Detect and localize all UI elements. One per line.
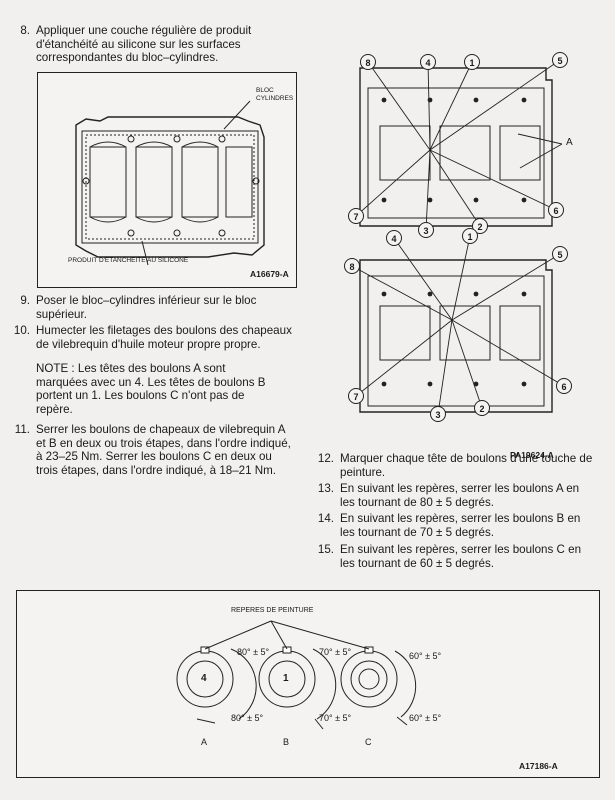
- figure-id: A16679-A: [250, 269, 289, 279]
- figure-id: PA19624-A: [510, 450, 554, 460]
- step-number: 14.: [317, 512, 334, 525]
- figure-paint-marks: REPERES DE PEINTURE 80° ± 5° 70° ± 5° 60° ±…: [16, 590, 600, 778]
- callout-number: 3: [430, 406, 446, 422]
- note-line: portent un 1. Les boulons C n'ont pas de: [36, 389, 245, 403]
- step-line: et B en deux ou trois étapes, dans l'ord…: [36, 436, 291, 450]
- rotation-angle-label: 70° ± 5°: [319, 713, 352, 723]
- bolt-head-mark: 1: [283, 673, 289, 684]
- step-line: Appliquer une couche régulière de produi…: [36, 24, 252, 37]
- step-line: trois étapes, dans l'ordre indiqué, à 18…: [36, 463, 277, 477]
- rotation-angle-label: 80° ± 5°: [237, 647, 270, 657]
- step-number: 10.: [13, 324, 30, 337]
- callout-number: 4: [386, 230, 402, 246]
- step-line: Poser le bloc–cylindres inférieur sur le…: [36, 294, 257, 307]
- step-line: Serrer les boulons de chapeaux de vilebr…: [36, 423, 286, 436]
- label-bloc-cylindres: BLOC CYLINDRES: [256, 87, 293, 102]
- step-line: d'étanchéité au silicone sur les surface…: [36, 37, 241, 51]
- label-line: CYLINDRES: [256, 94, 294, 102]
- note-line: marquées avec un 4. Les têtes de boulons…: [36, 375, 266, 389]
- label-silicone: PRODUIT D'ETANCHEITE AU SILICONE: [68, 257, 189, 264]
- cylinder-block-drawing: [75, 100, 265, 266]
- step-line: Marquer chaque tête de boulons d'une tou…: [340, 452, 593, 465]
- step-number: 11.: [14, 423, 30, 436]
- rotation-angle-label: 60° ± 5°: [409, 713, 442, 723]
- callout-number: 6: [556, 378, 572, 394]
- step-number: 15.: [317, 543, 334, 556]
- step-line: En suivant les repères, serrer les boulo…: [340, 512, 581, 525]
- step-line: à 23–25 Nm. Serrer les boulons C en deux…: [36, 450, 272, 464]
- tightening-sequence-drawing: [351, 59, 565, 415]
- step-line: les tournant de 70 ± 5 degrés.: [340, 525, 494, 539]
- note-line: NOTE : Les têtes des boulons A sont: [36, 362, 226, 375]
- callout-number: 3: [418, 222, 434, 238]
- callout-number: 2: [474, 400, 490, 416]
- note-line: repère.: [36, 402, 73, 416]
- callout-number: 5: [552, 246, 568, 262]
- figure-id: A17186-A: [519, 761, 558, 771]
- paint-marks-drawing: [176, 620, 417, 730]
- step-line: les tournant de 60 ± 5 degrés.: [340, 556, 494, 570]
- step-line: En suivant les repères, serrer les boulo…: [340, 543, 582, 556]
- callout-number: 7: [348, 388, 364, 404]
- step-line: de vilebrequin d'huile moteur propre pro…: [36, 337, 261, 351]
- step-line: correspondantes du bloc–cylindres.: [36, 51, 219, 65]
- note: NOTE : Les têtes des boulons A sont marq…: [36, 362, 316, 416]
- callout-number: 1: [464, 54, 480, 70]
- step-line: peinture.: [340, 465, 386, 479]
- rotation-angle-label: 80° ± 5°: [231, 713, 264, 723]
- step-line: les tournant de 80 ± 5 degrés.: [340, 495, 494, 509]
- step-line: supérieur.: [36, 307, 87, 321]
- rotation-angle-label: 70° ± 5°: [319, 647, 352, 657]
- step-number: 9.: [20, 294, 30, 307]
- callout-number: 6: [548, 202, 564, 218]
- callout-number: 1: [462, 228, 478, 244]
- callout-number: 7: [348, 208, 364, 224]
- bolt-head-mark: 4: [201, 673, 207, 684]
- callout-number: 4: [420, 54, 436, 70]
- callout-number: 8: [360, 54, 376, 70]
- step-line: En suivant les repères, serrer les boulo…: [340, 482, 580, 495]
- step-number: 12.: [317, 452, 334, 465]
- callout-letter: A: [566, 137, 573, 148]
- bolt-type-label: B: [283, 737, 290, 747]
- bolt-type-label: A: [201, 737, 208, 747]
- callout-number: 5: [552, 52, 568, 68]
- figure-cylinder-block: BLOC CYLINDRES PRODUIT D'ETANCHEITE AU S…: [37, 72, 297, 288]
- label-line: BLOC: [256, 87, 274, 94]
- step-number: 13.: [317, 482, 334, 495]
- paint-marks-title: REPERES DE PEINTURE: [231, 607, 314, 614]
- bolt-type-label: C: [365, 737, 372, 747]
- step-number: 8.: [20, 24, 30, 37]
- rotation-angle-label: 60° ± 5°: [409, 651, 442, 661]
- step-line: Humecter les filetages des boulons des c…: [36, 324, 292, 337]
- callout-number: 8: [344, 258, 360, 274]
